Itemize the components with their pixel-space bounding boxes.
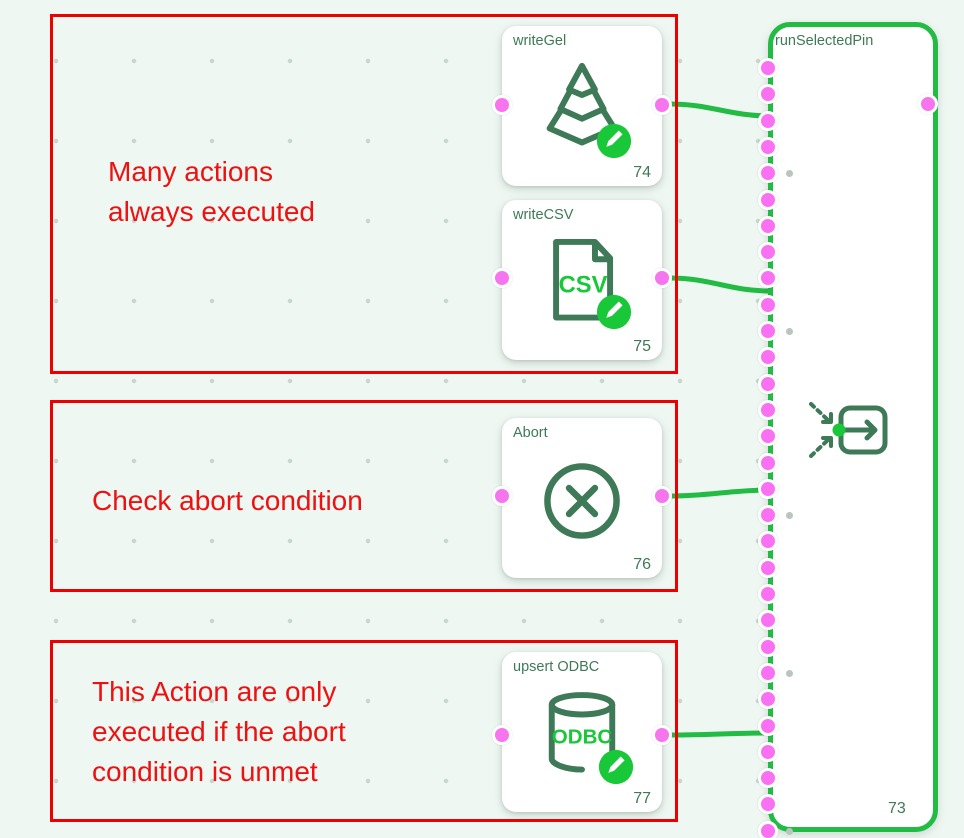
run-node-input-pin[interactable]: [758, 190, 778, 210]
annotation-text-conditional-actions: This Action are only executed if the abo…: [92, 676, 346, 788]
node-output-pin-writeGel[interactable]: [652, 95, 672, 115]
run-node-input-pin[interactable]: [758, 821, 778, 838]
node-number-writeGel: 74: [633, 164, 651, 181]
node-number-writeCSV: 75: [633, 338, 651, 355]
run-node-input-pin[interactable]: [758, 347, 778, 367]
run-node-input-pin[interactable]: [758, 58, 778, 78]
run-node-input-pin[interactable]: [758, 584, 778, 604]
run-node-input-pin[interactable]: [758, 216, 778, 236]
node-title-upsertODBC: upsert ODBC: [513, 659, 600, 675]
run-node-input-pin[interactable]: [758, 295, 778, 315]
node-runSelectedPin[interactable]: [768, 22, 938, 832]
node-output-pin-Abort[interactable]: [652, 486, 672, 506]
annotation-text-check-abort: Check abort condition: [92, 485, 363, 516]
annotation-box-check-abort: [50, 400, 678, 592]
node-input-pin-writeGel[interactable]: [492, 95, 512, 115]
run-node-output-pin[interactable]: [918, 94, 938, 114]
pencil-edit-icon: [596, 123, 632, 159]
csv-icon-label: CSV: [559, 272, 608, 299]
run-node-input-pin[interactable]: [758, 531, 778, 551]
run-node-input-pin[interactable]: [758, 637, 778, 657]
node-input-pin-Abort[interactable]: [492, 486, 512, 506]
node-writeCSV[interactable]: writeCSV CSV 75: [492, 200, 672, 360]
run-node-input-pin[interactable]: [758, 742, 778, 762]
annotation-text-always-executed: Many actions always executed: [108, 156, 316, 228]
run-node-input-pin[interactable]: [758, 558, 778, 578]
run-node-input-pin[interactable]: [758, 505, 778, 525]
node-number-upsertODBC: 77: [633, 790, 651, 807]
run-node-input-pin[interactable]: [758, 268, 778, 288]
pin-marker-dot: [786, 170, 793, 177]
pin-marker-dot: [786, 512, 793, 519]
pin-marker-dot: [786, 670, 793, 677]
node-title-writeCSV: writeCSV: [513, 207, 574, 223]
node-number-runSelectedPin: 73: [888, 800, 906, 817]
node-number-Abort: 76: [633, 556, 651, 573]
pencil-edit-icon: [598, 749, 634, 785]
run-node-input-pin[interactable]: [758, 794, 778, 814]
node-title-runSelectedPin: runSelectedPin: [775, 33, 874, 49]
run-node-input-pin[interactable]: [758, 321, 778, 341]
run-node-input-pin[interactable]: [758, 453, 778, 473]
run-node-input-pin[interactable]: [758, 610, 778, 630]
run-node-input-pin[interactable]: [758, 242, 778, 262]
node-title-Abort: Abort: [513, 425, 548, 441]
node-input-pin-upsertODBC[interactable]: [492, 725, 512, 745]
run-node-input-pin[interactable]: [758, 111, 778, 131]
run-node-input-pin[interactable]: [758, 663, 778, 683]
node-upsertODBC[interactable]: upsert ODBC ODBC 77: [492, 652, 672, 812]
run-node-input-pin[interactable]: [758, 163, 778, 183]
pin-marker-dot: [786, 328, 793, 335]
run-node-input-pin[interactable]: [758, 716, 778, 736]
pin-marker-dot: [786, 828, 793, 835]
database-cylinder-icon: ODBC: [548, 692, 616, 773]
node-output-pin-upsertODBC[interactable]: [652, 725, 672, 745]
run-node-input-pin[interactable]: [758, 768, 778, 788]
run-node-input-pin[interactable]: [758, 479, 778, 499]
node-Abort[interactable]: Abort 76: [492, 418, 672, 578]
wire-odbc: [667, 730, 773, 738]
run-node-input-pin[interactable]: [758, 400, 778, 420]
wire-writeGel: [667, 101, 773, 119]
run-selected-pin-icon: [809, 402, 888, 458]
wire-abort: [667, 487, 773, 499]
run-node-input-pin[interactable]: [758, 426, 778, 446]
circle-x-icon: [544, 463, 620, 539]
odbc-icon-label: ODBC: [552, 726, 613, 749]
annotation-box-always-executed: [50, 14, 678, 374]
layers-pyramid-icon: [546, 63, 618, 146]
run-node-input-pin[interactable]: [758, 84, 778, 104]
run-node-input-pin[interactable]: [758, 374, 778, 394]
node-input-pin-writeCSV[interactable]: [492, 268, 512, 288]
annotation-box-conditional-actions: [50, 640, 678, 822]
run-node-input-pin[interactable]: [758, 137, 778, 157]
node-writeGel[interactable]: writeGel 74: [492, 26, 672, 186]
pencil-edit-icon: [596, 294, 632, 330]
node-output-pin-writeCSV[interactable]: [652, 268, 672, 288]
node-title-writeGel: writeGel: [513, 33, 567, 49]
run-node-input-pin[interactable]: [758, 689, 778, 709]
wire-writeCSV: [667, 275, 773, 294]
csv-file-icon: CSV: [553, 239, 614, 321]
